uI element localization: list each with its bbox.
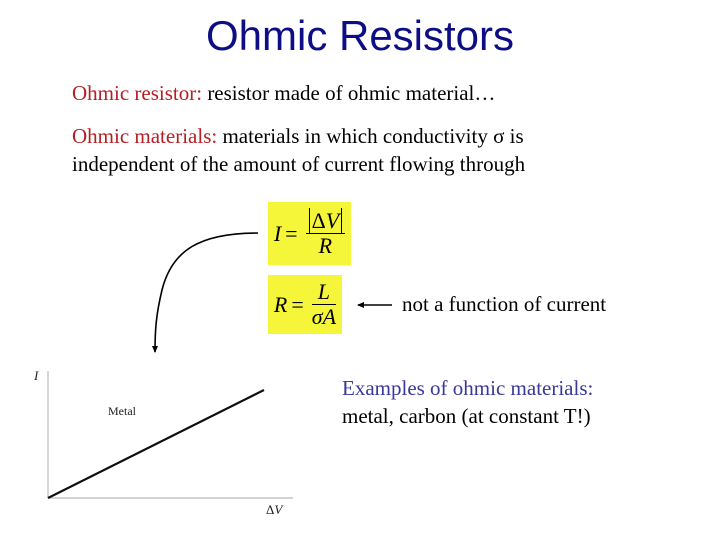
metal-iv-line: [47, 389, 265, 499]
definition-ohmic-resistor: Ohmic resistor: resistor made of ohmic m…: [72, 79, 495, 107]
formula-lhs: R: [273, 291, 288, 317]
term-ohmic-resistor: Ohmic resistor:: [72, 81, 203, 105]
formula-equals: =: [285, 220, 298, 246]
numerator-var: V: [325, 208, 340, 233]
formula-equals: =: [291, 291, 304, 317]
definition-text-line1: materials in which conductivity σ is: [217, 124, 524, 148]
definition-ohmic-materials: Ohmic materials: materials in which cond…: [72, 122, 525, 178]
formula-fraction: ΔV R: [305, 208, 346, 258]
formula-current: I = ΔV R: [268, 202, 351, 265]
numerator: L: [317, 279, 331, 304]
graph-x-label: ΔV: [266, 502, 282, 518]
denominator: R: [318, 233, 333, 258]
examples-text: metal, carbon (at constant T!): [342, 404, 591, 428]
formula-lhs: I: [273, 220, 282, 246]
definition-text-line2: independent of the amount of current flo…: [72, 152, 526, 176]
graph-y-label: I: [34, 368, 39, 383]
iv-graph: [47, 371, 293, 499]
delta-symbol: Δ: [266, 502, 275, 517]
examples-block: Examples of ohmic materials: metal, carb…: [342, 374, 593, 430]
fraction-bar: [305, 233, 346, 234]
definition-text: resistor made of ohmic material…: [202, 81, 496, 105]
formula-resistance: R = L σA: [268, 275, 342, 334]
abs-value: ΔV: [308, 208, 343, 233]
fraction-bar: [311, 304, 337, 305]
slide-title: Ohmic Resistors: [205, 12, 515, 59]
denominator: σA: [311, 304, 337, 329]
annotation-not-function-of-current: not a function of current: [402, 292, 607, 316]
x-var: V: [274, 502, 283, 517]
term-ohmic-materials: Ohmic materials:: [72, 124, 218, 148]
curved-arrow-icon: [152, 232, 259, 353]
formula-fraction: L σA: [311, 279, 337, 329]
examples-heading: Examples of ohmic materials:: [342, 376, 594, 400]
delta-symbol: Δ: [311, 208, 326, 233]
graph-curve-label: Metal: [108, 404, 136, 418]
